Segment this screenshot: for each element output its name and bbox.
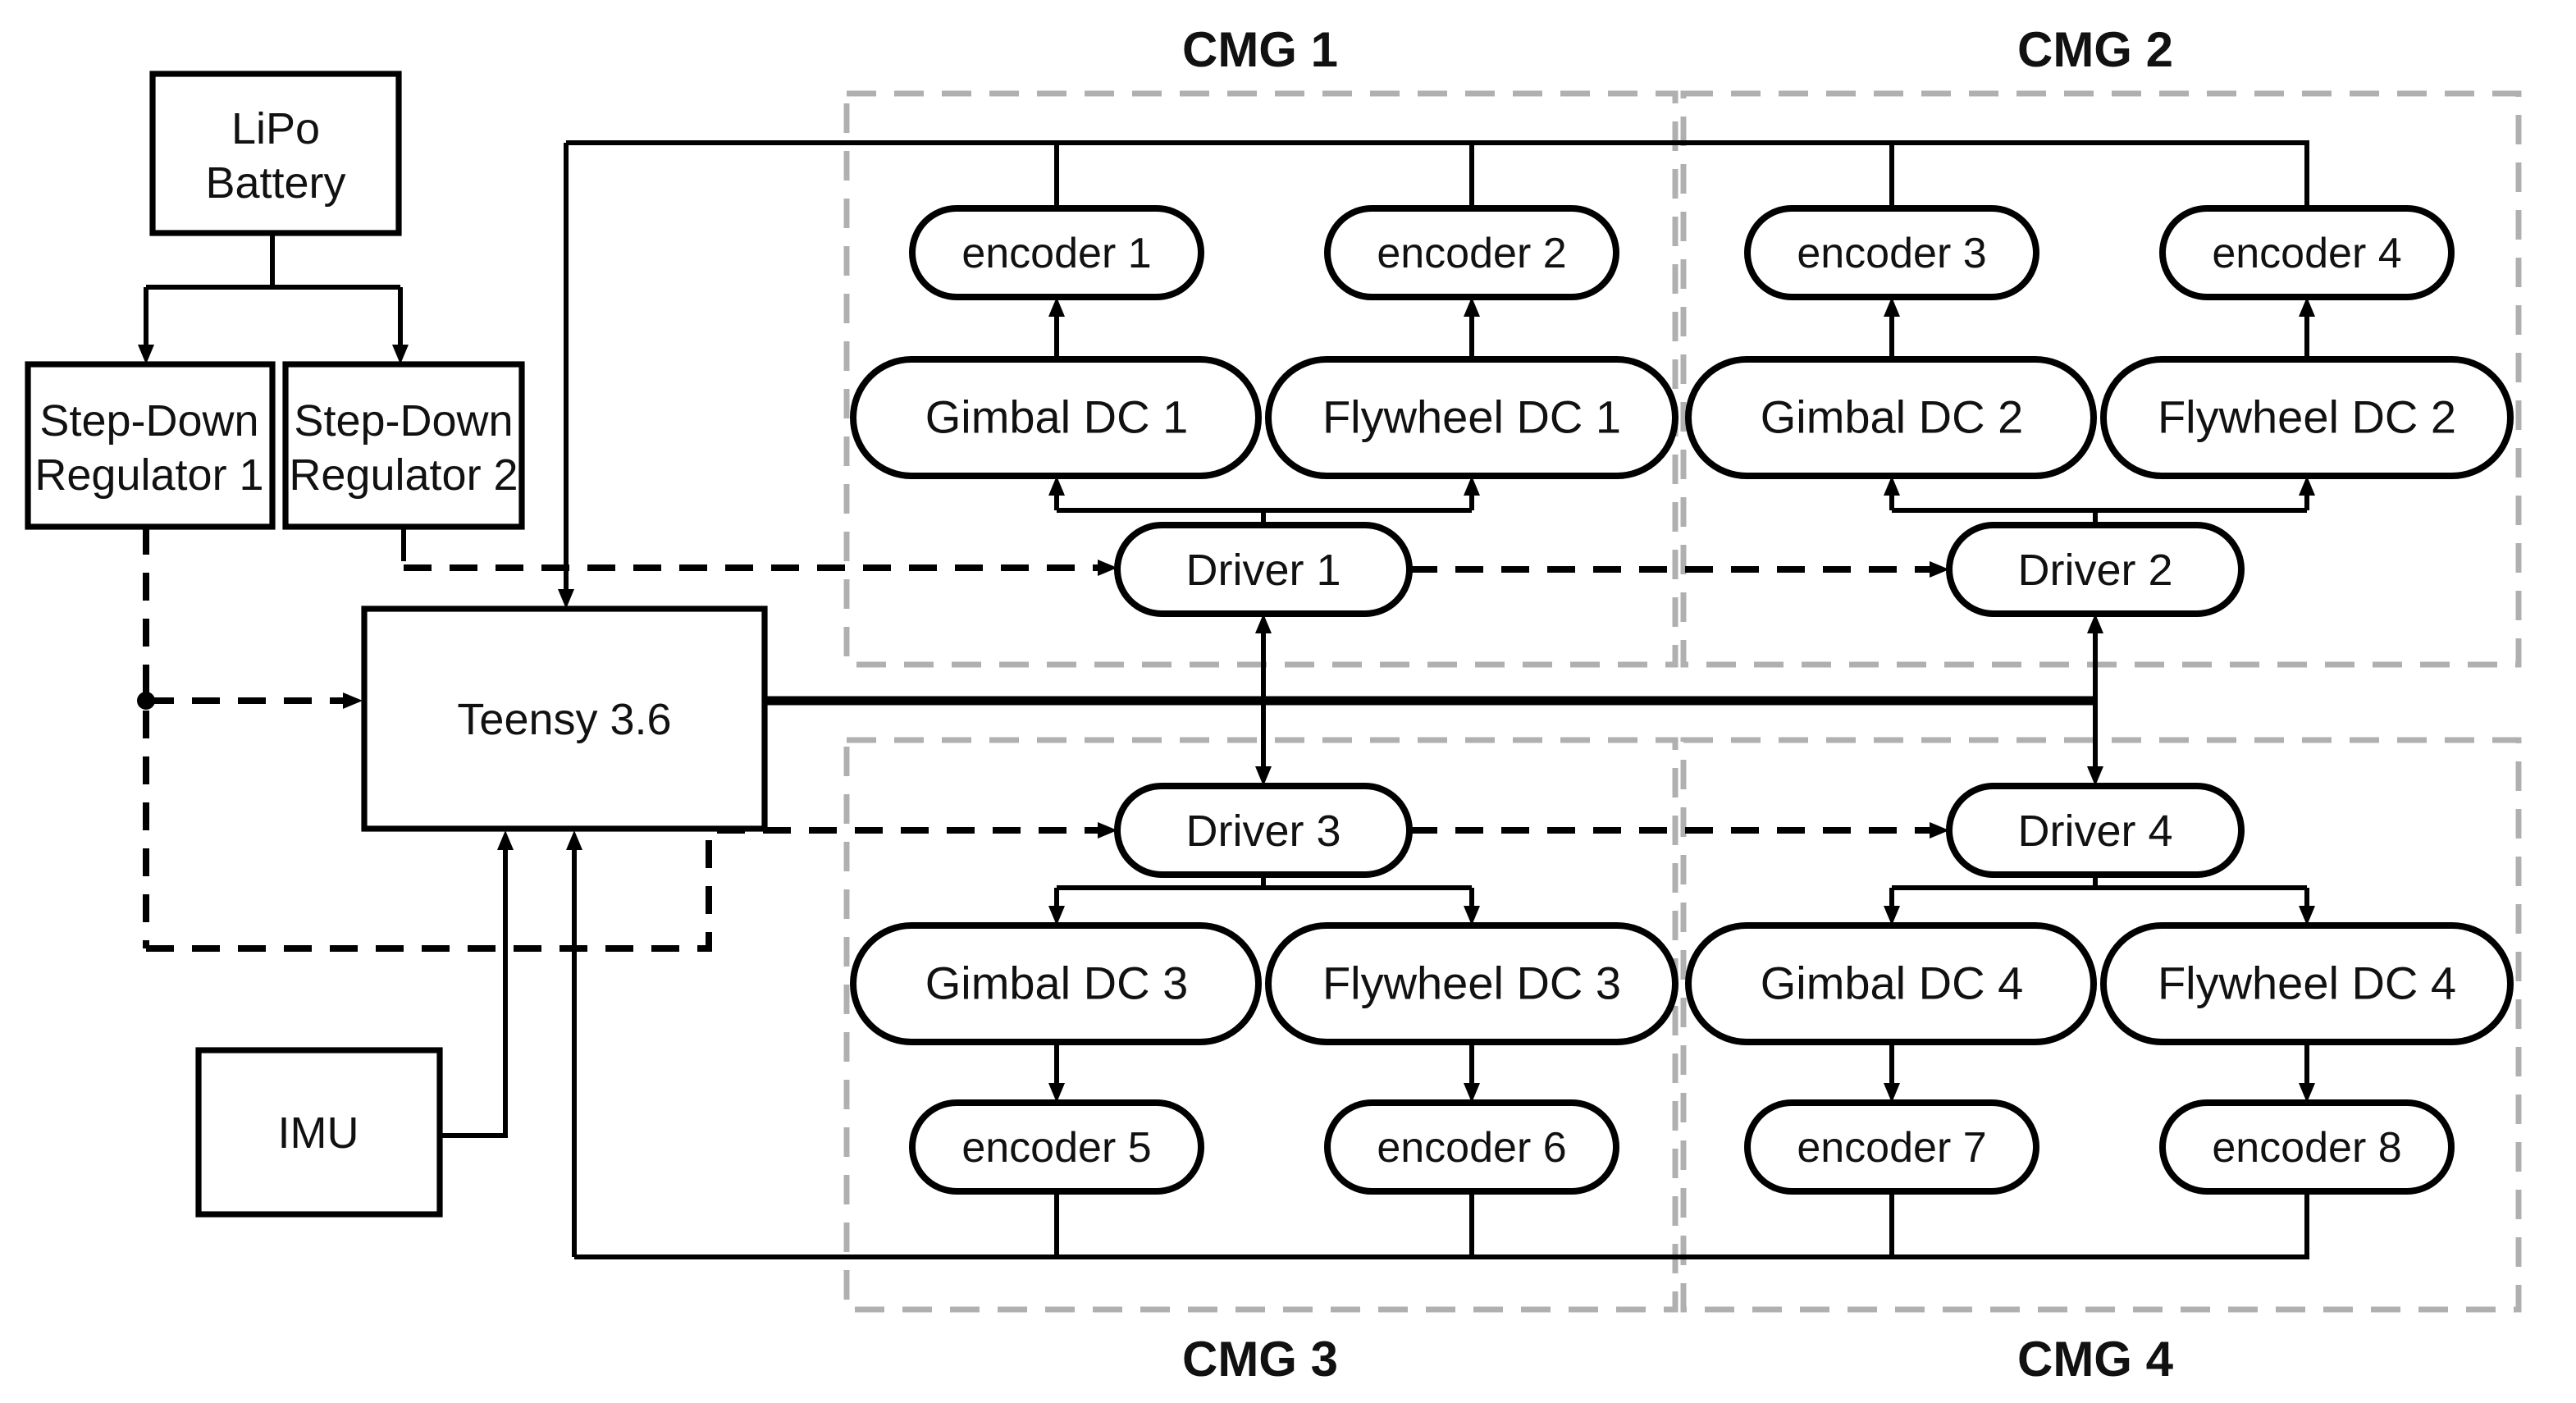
node-stepdown-regulator-1: Step-Down Regulator 1 <box>25 361 276 530</box>
dashed-wires <box>137 527 1949 952</box>
node-encoder-3: encoder 3 <box>1744 205 2039 300</box>
flywheel-dc2-label: Flywheel DC 2 <box>2158 391 2456 443</box>
regulator2-box <box>282 361 525 530</box>
driver1-label: Driver 1 <box>1185 546 1341 595</box>
flywheel-dc3-pill <box>1265 922 1679 1045</box>
encoder3-label: encoder 3 <box>1797 230 1986 277</box>
imu-box <box>195 1047 443 1218</box>
node-driver-1: Driver 1 <box>1114 522 1413 617</box>
regulator2-label-line2: Regulator 2 <box>289 450 518 500</box>
gimbal-dc3-label: Gimbal DC 3 <box>925 957 1189 1009</box>
node-lipo-battery: LiPo Battery <box>149 71 402 236</box>
node-flywheel-dc-4: Flywheel DC 4 <box>2100 922 2514 1045</box>
driver4-pill <box>1946 783 2245 878</box>
node-teensy: Teensy 3.6 <box>361 606 768 832</box>
cmg4-border <box>1680 737 2522 1313</box>
regulator2-label-line1: Step-Down <box>294 396 513 446</box>
driver4-label: Driver 4 <box>2017 807 2172 856</box>
flywheel-dc2-pill <box>2100 356 2514 479</box>
imu-label: IMU <box>278 1108 359 1158</box>
solid-wires <box>138 140 2315 1259</box>
node-encoder-4: encoder 4 <box>2159 205 2455 300</box>
cmg1-label: CMG 1 <box>1182 22 1338 77</box>
lipo-battery-label-line2: Battery <box>205 158 345 208</box>
node-flywheel-dc-3: Flywheel DC 3 <box>1265 922 1679 1045</box>
cmg2-label: CMG 2 <box>2017 22 2173 77</box>
encoder1-pill <box>909 205 1204 300</box>
encoder7-pill <box>1744 1099 2039 1195</box>
gimbal-dc1-label: Gimbal DC 1 <box>925 391 1189 443</box>
encoder5-pill <box>909 1099 1204 1195</box>
encoder8-label: encoder 8 <box>2212 1124 2401 1172</box>
driver3-label: Driver 3 <box>1185 807 1341 856</box>
gimbal-dc4-label: Gimbal DC 4 <box>1761 957 2024 1009</box>
wire-imu-to-teensy-arrow <box>440 830 514 1138</box>
encoder6-pill <box>1324 1099 1619 1195</box>
encoder8-pill <box>2159 1099 2455 1195</box>
cmg3-label: CMG 3 <box>1182 1332 1338 1387</box>
flywheel-dc4-pill <box>2100 922 2514 1045</box>
cmg3-border <box>843 737 1679 1313</box>
teensy-label: Teensy 3.6 <box>457 695 671 744</box>
node-driver-2: Driver 2 <box>1946 522 2245 617</box>
encoder2-pill <box>1324 205 1619 300</box>
node-encoder-8: encoder 8 <box>2159 1099 2455 1195</box>
node-gimbal-dc-1: Gimbal DC 1 <box>850 356 1262 479</box>
regulator1-label-line2: Regulator 1 <box>34 450 263 500</box>
gimbal-dc1-pill <box>850 356 1262 479</box>
node-gimbal-dc-2: Gimbal DC 2 <box>1685 356 2097 479</box>
wire-dash-to-drv3-arrow <box>146 822 1117 952</box>
node-gimbal-dc-3: Gimbal DC 3 <box>850 922 1262 1045</box>
encoder7-label: encoder 7 <box>1797 1124 1986 1172</box>
wire-top-encoder-bus <box>566 140 2309 208</box>
node-encoder-6: encoder 6 <box>1324 1099 1619 1195</box>
gimbal-dc2-pill <box>1685 356 2097 479</box>
node-gimbal-dc-4: Gimbal DC 4 <box>1685 922 2097 1045</box>
encoder1-label: encoder 1 <box>961 230 1151 277</box>
encoder6-label: encoder 6 <box>1377 1124 1566 1172</box>
node-driver-4: Driver 4 <box>1946 783 2245 878</box>
gimbal-dc2-label: Gimbal DC 2 <box>1761 391 2024 443</box>
teensy-box <box>361 606 768 832</box>
node-encoder-7: encoder 7 <box>1744 1099 2039 1195</box>
node-flywheel-dc-2: Flywheel DC 2 <box>2100 356 2514 479</box>
cmg-groups: CMG 1 CMG 2 CMG 3 CMG 4 <box>843 22 2522 1387</box>
wire-bottom-encoder-bus <box>574 1191 2309 1259</box>
lipo-battery-box <box>149 71 402 236</box>
driver3-pill <box>1114 783 1413 878</box>
lipo-battery-label-line1: LiPo <box>231 104 320 153</box>
node-encoder-2: encoder 2 <box>1324 205 1619 300</box>
encoder4-label: encoder 4 <box>2212 230 2401 277</box>
driver1-pill <box>1114 522 1413 617</box>
encoder2-label: encoder 2 <box>1377 230 1566 277</box>
flywheel-dc1-label: Flywheel DC 1 <box>1322 391 1621 443</box>
encoder3-pill <box>1744 205 2039 300</box>
encoder5-label: encoder 5 <box>961 1124 1151 1172</box>
node-encoder-5: encoder 5 <box>909 1099 1204 1195</box>
encoder4-pill <box>2159 205 2455 300</box>
node-imu: IMU <box>195 1047 443 1218</box>
flywheel-dc1-pill <box>1265 356 1679 479</box>
flywheel-dc3-label: Flywheel DC 3 <box>1322 957 1621 1009</box>
driver2-label: Driver 2 <box>2017 546 2172 595</box>
gimbal-dc4-pill <box>1685 922 2097 1045</box>
node-flywheel-dc-1: Flywheel DC 1 <box>1265 356 1679 479</box>
node-encoder-1: encoder 1 <box>909 205 1204 300</box>
flywheel-dc4-label: Flywheel DC 4 <box>2158 957 2456 1009</box>
driver2-pill <box>1946 522 2245 617</box>
regulator1-box <box>25 361 276 530</box>
gimbal-dc3-pill <box>850 922 1262 1045</box>
cmg4-label: CMG 4 <box>2017 1332 2174 1387</box>
node-stepdown-regulator-2: Step-Down Regulator 2 <box>282 361 525 530</box>
regulator1-label-line1: Step-Down <box>39 396 258 446</box>
node-driver-3: Driver 3 <box>1114 783 1413 878</box>
